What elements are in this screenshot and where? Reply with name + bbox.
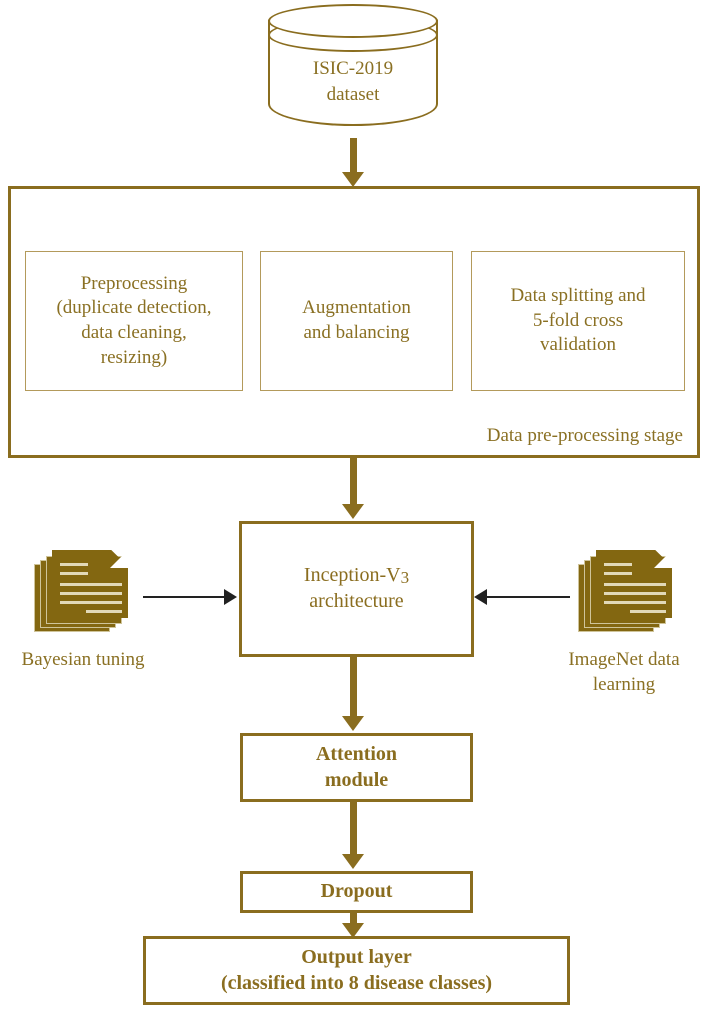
bayesian-tuning-documents-icon xyxy=(34,550,130,642)
document-text-line-5 xyxy=(604,601,666,604)
document-text-line-5 xyxy=(60,601,122,604)
arrow-dropout-to-output-head xyxy=(342,923,364,938)
document-text-line-2 xyxy=(60,572,88,575)
preprocessing-line-3: data cleaning, xyxy=(81,322,187,343)
arrow-prep-to-inception-line xyxy=(350,458,357,506)
data-splitting-line-3: validation xyxy=(540,334,616,356)
output-label-line2: (classified into 8 disease classes) xyxy=(220,971,493,994)
attention-module-node: Attention module xyxy=(240,733,473,802)
preprocessing-line-1: Preprocessing xyxy=(80,272,188,294)
arrow-inception-to-attention-line xyxy=(350,657,357,719)
inception-version-subscript: 3 xyxy=(400,568,410,588)
cylinder-top-ellipse xyxy=(268,4,438,38)
inception-label-line2: architecture xyxy=(309,590,404,613)
dataset-label-line1: ISIC-2019 xyxy=(312,58,394,79)
dataset-cylinder: ISIC-2019 dataset xyxy=(268,4,438,138)
preprocessing-line-2: (duplicate detection, xyxy=(56,297,212,319)
document-text-line-1 xyxy=(604,563,632,566)
inception-label-line1: Inception-V3 xyxy=(304,563,409,589)
arrow-inception-to-attention-head xyxy=(342,716,364,731)
attention-label-line1: Attention xyxy=(315,742,398,765)
imagenet-label-line1: ImageNet data xyxy=(568,649,680,670)
dataset-label: ISIC-2019 dataset xyxy=(268,56,438,107)
imagenet-label-line2: learning xyxy=(592,673,656,695)
arrow-imagenet-to-inception-line xyxy=(487,596,570,598)
arrow-attention-to-dropout-line xyxy=(350,802,357,856)
arrow-attention-to-dropout-head xyxy=(342,854,364,869)
document-text-line-3 xyxy=(604,583,666,586)
inception-prefix: Inception-V xyxy=(303,564,401,587)
data-splitting-line-2: 5-fold cross xyxy=(532,309,624,331)
document-text-line-6 xyxy=(630,610,666,613)
preprocessing-line-4: resizing) xyxy=(100,346,168,368)
document-text-line-6 xyxy=(86,610,122,613)
document-text-line-3 xyxy=(60,583,122,586)
dropout-label: Dropout xyxy=(320,880,393,903)
augmentation-box: Augmentation and balancing xyxy=(260,251,453,391)
arrow-prep-to-inception-head xyxy=(342,504,364,519)
augmentation-line-1: Augmentation xyxy=(302,297,411,319)
arrow-bayes-to-inception-head xyxy=(224,589,237,605)
document-text-line-4 xyxy=(604,592,666,595)
output-label-line1: Output layer xyxy=(301,945,412,968)
data-splitting-box: Data splitting and 5-fold cross validati… xyxy=(471,251,685,391)
document-text-line-2 xyxy=(604,572,632,575)
augmentation-line-2: and balancing xyxy=(303,322,410,343)
stage-caption: Data pre-processing stage xyxy=(486,425,683,446)
bayesian-tuning-label: Bayesian tuning xyxy=(21,649,145,670)
attention-label-line2: module xyxy=(324,768,389,791)
dropout-node: Dropout xyxy=(240,871,473,913)
arrow-dataset-to-prep-head xyxy=(342,172,364,187)
document-text-line-4 xyxy=(60,592,122,595)
data-preprocessing-stage-container: Preprocessing (duplicate detection, data… xyxy=(8,186,700,458)
arrow-imagenet-to-inception-head xyxy=(474,589,487,605)
document-text-line-1 xyxy=(60,563,88,566)
arrow-bayes-to-inception-line xyxy=(143,596,226,598)
preprocessing-box: Preprocessing (duplicate detection, data… xyxy=(25,251,243,391)
output-layer-node: Output layer (classified into 8 disease … xyxy=(143,936,570,1005)
arrow-dataset-to-prep-line xyxy=(350,138,357,174)
imagenet-label: ImageNet data learning xyxy=(540,648,708,697)
imagenet-documents-icon xyxy=(578,550,674,642)
data-splitting-line-1: Data splitting and xyxy=(510,284,646,306)
arrow-dropout-to-output-line xyxy=(350,913,357,927)
dataset-label-line2: dataset xyxy=(326,83,380,105)
inception-v3-node: Inception-V3 architecture xyxy=(239,521,474,657)
